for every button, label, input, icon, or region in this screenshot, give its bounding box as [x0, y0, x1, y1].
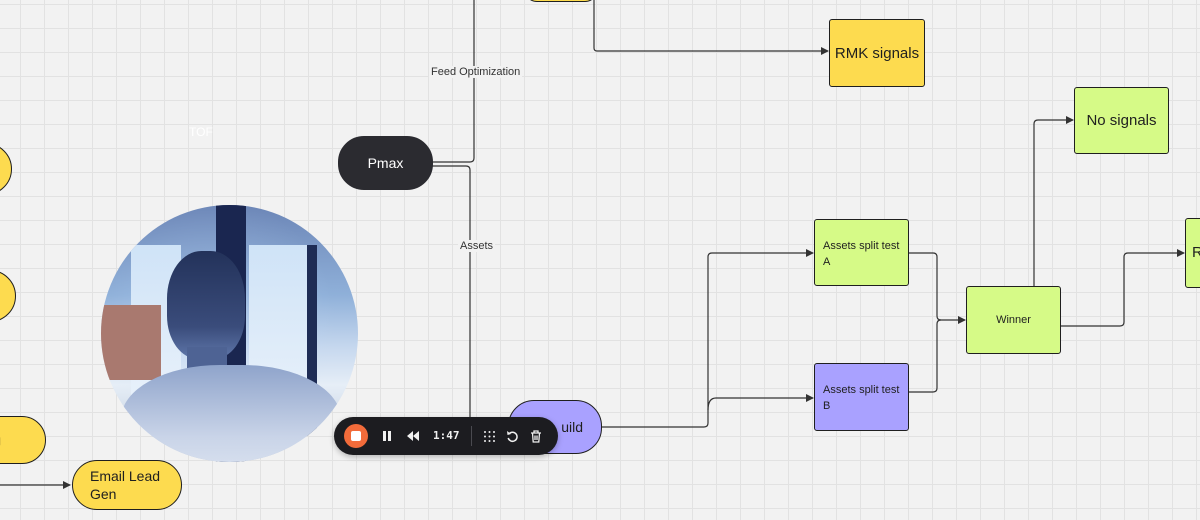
- pause-icon: [383, 431, 391, 441]
- stop-recording-button[interactable]: [344, 424, 368, 448]
- toolbar-divider: [471, 426, 472, 446]
- winner-node[interactable]: Winner: [966, 286, 1061, 354]
- email-lead-gen-node[interactable]: Email Lead Gen: [72, 460, 182, 510]
- connector-top-rmk: [593, 0, 829, 55]
- connector-winner-nosignals: [1033, 116, 1074, 290]
- assets-split-test-a-node[interactable]: Assets split test A: [814, 219, 909, 286]
- connector-pmax-build: [432, 165, 471, 420]
- assets-split-test-a-label: Assets split test A: [823, 240, 900, 268]
- left-partial-node-3-label: g: [0, 432, 1, 448]
- connector-splita-winner: [908, 252, 966, 324]
- restart-button[interactable]: [503, 427, 521, 445]
- assets-split-test-b-node[interactable]: Assets split test B: [814, 363, 909, 431]
- connector-pmax-feed: [432, 0, 475, 163]
- rmk-signals-node[interactable]: RMK signals: [829, 19, 925, 87]
- connector-splitb-winner: [908, 319, 942, 393]
- no-signals-label: No signals: [1086, 112, 1157, 129]
- connector-build-splitb: [707, 394, 814, 411]
- connector-build-splita: [600, 249, 814, 428]
- rewind-button[interactable]: [403, 427, 423, 445]
- assets-split-test-b-label: Assets split test B: [823, 384, 900, 412]
- winner-label: Winner: [996, 314, 1031, 326]
- rewind-icon: [407, 431, 419, 441]
- tof-label: TOF: [189, 125, 213, 139]
- pmax-node[interactable]: Pmax: [338, 136, 433, 190]
- trash-icon: [531, 429, 541, 443]
- left-partial-node-3[interactable]: g: [0, 416, 46, 464]
- pmax-node-label: Pmax: [367, 155, 404, 171]
- build-label: uild: [561, 419, 583, 435]
- grid-button[interactable]: [480, 427, 498, 445]
- no-signals-node[interactable]: No signals: [1074, 87, 1169, 154]
- delete-button[interactable]: [527, 427, 545, 445]
- grid-icon: [483, 430, 495, 442]
- recording-timer: 1:47: [433, 429, 460, 442]
- feed-optimization-label: Feed Optimization: [429, 66, 523, 78]
- webcam-building: [101, 305, 161, 380]
- assets-label: Assets: [458, 240, 496, 252]
- webcam-window-frame-2: [307, 245, 317, 445]
- recording-toolbar: 1:47: [334, 417, 558, 455]
- restart-icon: [506, 430, 518, 442]
- webcam-bubble[interactable]: [101, 205, 358, 462]
- rmk-signals-label: RMK signals: [834, 44, 920, 62]
- webcam-person-shirt: [121, 365, 341, 462]
- top-partial-node[interactable]: [524, 0, 598, 2]
- connector-winner-right: [1060, 249, 1185, 327]
- right-partial-node[interactable]: R: [1185, 218, 1200, 288]
- email-lead-gen-label: Email Lead Gen: [90, 468, 161, 502]
- right-partial-label: R: [1192, 244, 1200, 261]
- webcam-person-head: [167, 251, 245, 359]
- stop-icon: [351, 431, 361, 441]
- pause-button[interactable]: [378, 427, 396, 445]
